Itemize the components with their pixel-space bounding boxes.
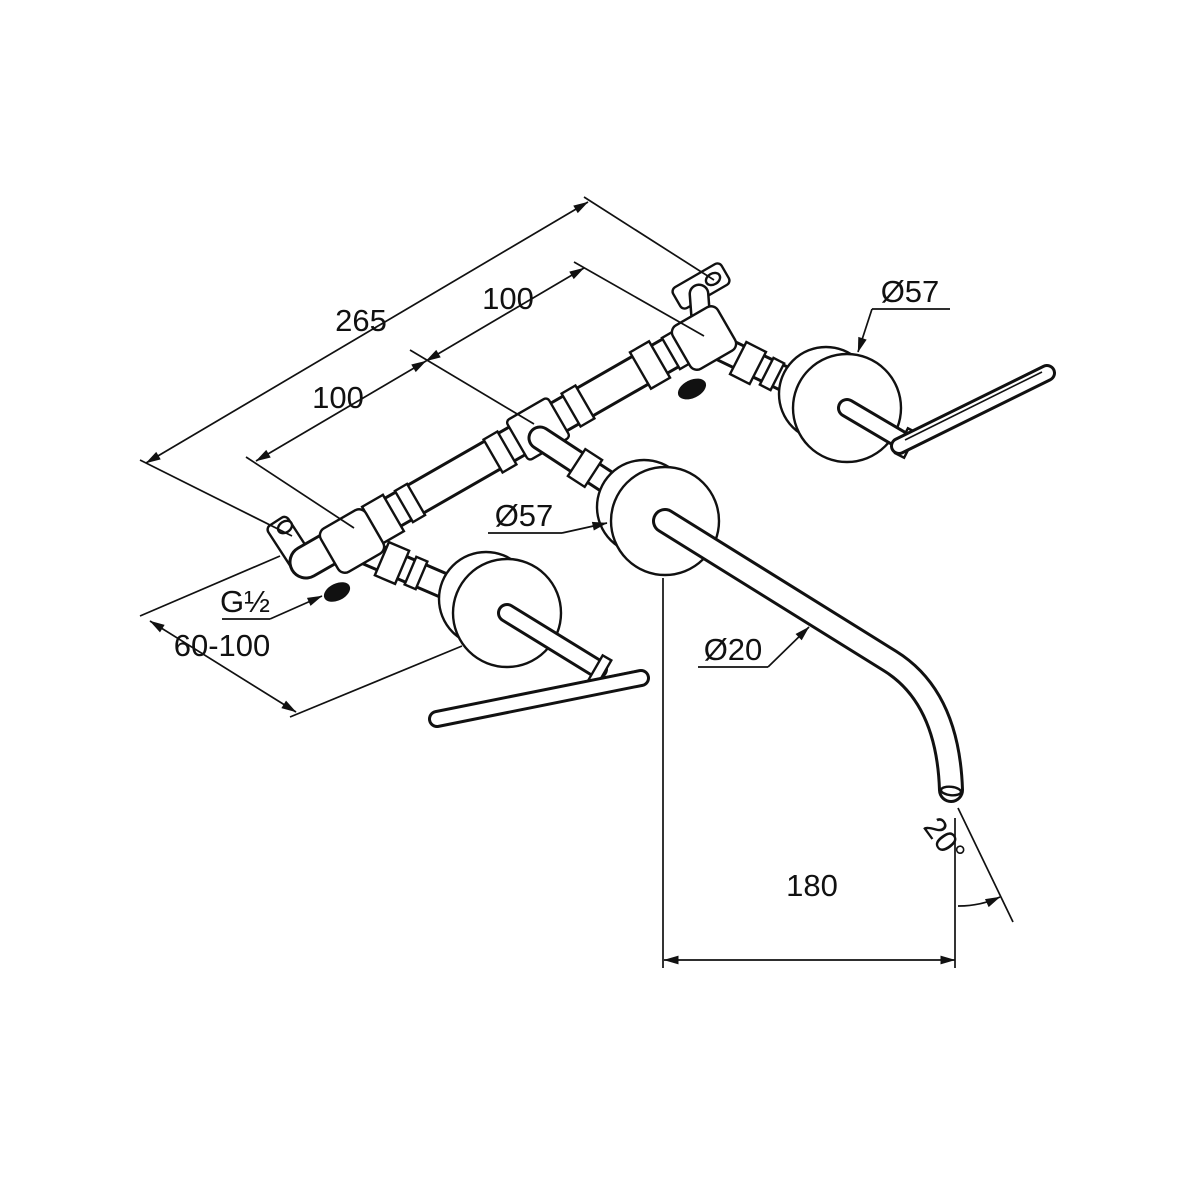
- ext-line-tee: [409, 349, 535, 425]
- spout-outlet: [939, 785, 963, 797]
- handle-stem-left-fill: [500, 606, 605, 676]
- ext-line-left-valve: [245, 456, 355, 529]
- handle-lever-left-fill: [431, 672, 647, 725]
- leader-rosette-top: [857, 308, 873, 353]
- ext-line-depth-front: [289, 645, 463, 718]
- ext-line-depth-wall: [139, 555, 281, 617]
- handle-lever-left-edge: [442, 670, 636, 711]
- dim-label-depth-range: 60-100: [174, 628, 271, 663]
- ext-line-left-end: [139, 459, 293, 537]
- valve-nut-right: [728, 340, 768, 386]
- handle-lever-right-edge: [904, 371, 1043, 441]
- leader-rosette-mid: [561, 521, 608, 534]
- dim-label-pitch-left: 100: [312, 380, 364, 415]
- dim-label-pitch-right: 100: [482, 281, 534, 316]
- dim-line-overall-width: [145, 201, 589, 464]
- spout-tube-fill: [655, 511, 961, 800]
- dim-label-spout-reach: 180: [786, 868, 838, 903]
- dimensions: 265 100 100 Ø57 Ø57 Ø20 G½ 60-100 180 20…: [139, 196, 1014, 968]
- valve-body-right: [670, 305, 738, 371]
- handle-lever-right-fill: [893, 367, 1053, 452]
- dim-label-rosette-dia-top: Ø57: [881, 274, 940, 309]
- dim-line-depth-range: [149, 620, 297, 713]
- ext-line-right-valve: [573, 261, 705, 337]
- faucet-body: [266, 262, 1056, 803]
- dim-line-pitch-right: [425, 267, 585, 362]
- valve-ring-left: [403, 555, 429, 591]
- dim-label-overall-width: 265: [335, 303, 387, 338]
- union-ring: [393, 482, 427, 524]
- angle-arc: [957, 896, 1001, 908]
- union-nut: [628, 339, 672, 391]
- dim-label-spout-dia: Ø20: [704, 632, 763, 667]
- leader-spout-dia: [767, 626, 810, 668]
- inlet-port-left: [323, 582, 351, 602]
- dim-label-thread-size: G½: [220, 584, 270, 619]
- dim-line-pitch-left: [255, 360, 427, 462]
- handle-stem-right-fill: [840, 401, 910, 448]
- valve-ring-right: [758, 356, 786, 392]
- dim-label-rosette-dia-mid: Ø57: [495, 498, 554, 533]
- inlet-port-right: [677, 378, 707, 400]
- valve-nut-left: [373, 540, 411, 586]
- ext-line-right-end: [583, 196, 715, 281]
- leader-thread: [269, 595, 323, 620]
- angle-reference-line: [957, 807, 1014, 923]
